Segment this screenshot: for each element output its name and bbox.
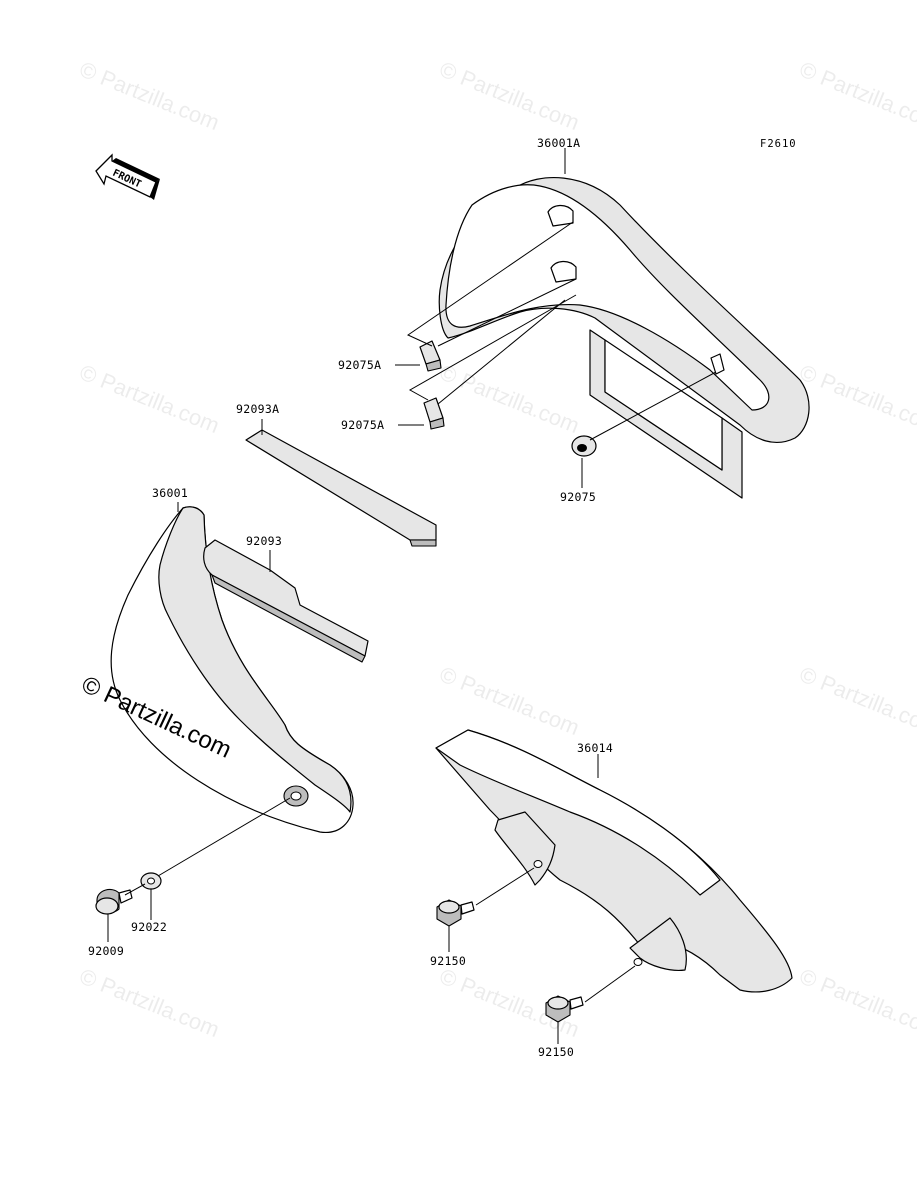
watermark: © Partzilla.com bbox=[796, 963, 917, 1042]
bolt-92150-upper bbox=[436, 899, 475, 927]
chain-guard bbox=[435, 729, 793, 993]
diagram-code: F2610 bbox=[760, 138, 797, 150]
chain-cover-lower bbox=[110, 502, 354, 833]
washer-92022 bbox=[140, 872, 162, 890]
watermark: © Partzilla.com bbox=[436, 661, 583, 740]
watermark: © Partzilla.com bbox=[796, 661, 917, 740]
callout-92075A-upper: 92075A bbox=[338, 358, 381, 372]
watermark: © Partzilla.com bbox=[796, 56, 917, 135]
callout-36014: 36014 bbox=[577, 741, 613, 755]
callout-92093A: 92093A bbox=[236, 402, 279, 416]
pad-92093 bbox=[203, 539, 369, 663]
callout-92150-upper: 92150 bbox=[430, 954, 466, 968]
clip-92075A-lower bbox=[423, 397, 445, 430]
callout-36001: 36001 bbox=[152, 486, 188, 500]
callout-92093: 92093 bbox=[246, 534, 282, 548]
watermark: © Partzilla.com bbox=[76, 56, 223, 135]
watermark: © Partzilla.com bbox=[76, 963, 223, 1042]
callout-36001A: 36001A bbox=[537, 136, 580, 150]
callout-92075: 92075 bbox=[560, 490, 596, 504]
watermark: © Partzilla.com bbox=[436, 56, 583, 135]
pad-92093A bbox=[245, 419, 437, 547]
bolt-92150-lower bbox=[545, 995, 584, 1023]
bolt-92009 bbox=[95, 888, 133, 915]
chain-cover-upper bbox=[438, 176, 810, 499]
front-arrow-icon: FRONT bbox=[95, 153, 160, 200]
callout-92009: 92009 bbox=[88, 944, 124, 958]
watermark: © Partzilla.com bbox=[796, 359, 917, 438]
clip-92075A-upper bbox=[419, 340, 442, 372]
callout-92150-lower: 92150 bbox=[538, 1045, 574, 1059]
callout-92022: 92022 bbox=[131, 920, 167, 934]
watermark: © Partzilla.com bbox=[436, 359, 583, 438]
grommet-92075 bbox=[571, 435, 597, 457]
watermark: © Partzilla.com bbox=[76, 359, 223, 438]
callout-92075A-lower: 92075A bbox=[341, 418, 384, 432]
